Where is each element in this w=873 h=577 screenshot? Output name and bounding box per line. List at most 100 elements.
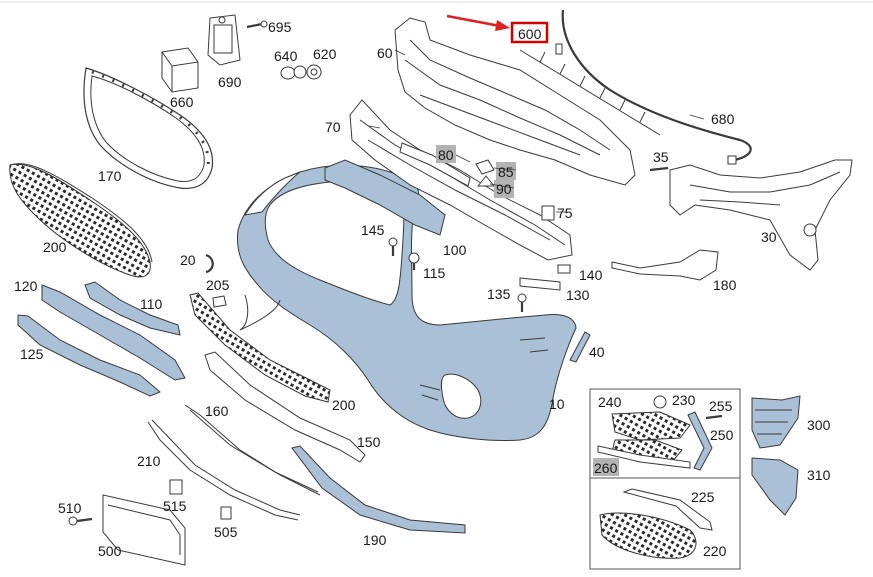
- label-bg-85: [496, 162, 516, 180]
- part-205-clip[interactable]: [212, 295, 227, 308]
- label-690[interactable]: 690: [218, 74, 242, 90]
- part-250-strip[interactable]: [687, 411, 713, 471]
- label-60[interactable]: 60: [377, 45, 393, 61]
- highlight-box-600: [510, 21, 549, 44]
- label-695[interactable]: 695: [268, 19, 292, 35]
- label-660[interactable]: 660: [170, 94, 194, 110]
- label-145[interactable]: 145: [361, 222, 385, 238]
- part-115-screw[interactable]: [408, 252, 420, 270]
- part-40-strip[interactable]: [569, 331, 591, 363]
- label-205[interactable]: 205: [206, 277, 230, 293]
- part-120-strip[interactable]: [41, 284, 186, 381]
- label-40[interactable]: 40: [589, 344, 605, 360]
- part-30-carrier[interactable]: [669, 159, 853, 271]
- part-190-strip[interactable]: [291, 445, 466, 534]
- part-200-grille-mesh-lower[interactable]: [189, 292, 331, 403]
- part-180-bracket[interactable]: [611, 249, 719, 281]
- part-85-clip[interactable]: [475, 159, 495, 175]
- part-160-strip[interactable]: [204, 351, 366, 463]
- part-660-module[interactable]: [161, 47, 199, 93]
- part-690-bracket[interactable]: [207, 14, 241, 66]
- part-140-clip[interactable]: [557, 264, 571, 274]
- part-300-vent[interactable]: [751, 395, 801, 449]
- part-210-strip[interactable]: [147, 419, 301, 521]
- label-160[interactable]: 160: [205, 403, 229, 419]
- label-125[interactable]: 125: [20, 346, 44, 362]
- label-680[interactable]: 680: [711, 111, 735, 127]
- label-300[interactable]: 300: [807, 417, 831, 433]
- label-310[interactable]: 310: [807, 467, 831, 483]
- label-250[interactable]: 250: [710, 427, 734, 443]
- label-135[interactable]: 135: [487, 286, 511, 302]
- label-140[interactable]: 140: [579, 267, 603, 283]
- part-20-hook[interactable]: [205, 253, 214, 274]
- part-510-screw[interactable]: [68, 516, 93, 526]
- label-180[interactable]: 180: [713, 277, 737, 293]
- part-130-strip[interactable]: [519, 277, 561, 291]
- part-75-bracket[interactable]: [541, 205, 555, 221]
- part-620-sensor[interactable]: [306, 64, 322, 80]
- label-115[interactable]: 115: [423, 265, 446, 281]
- part-255-screw[interactable]: [705, 414, 723, 420]
- label-510[interactable]: 510: [58, 500, 82, 516]
- part-170-grille-frame[interactable]: [83, 67, 214, 190]
- label-640[interactable]: 640: [274, 48, 298, 64]
- part-60-absorber[interactable]: [394, 17, 636, 186]
- label-100[interactable]: 100: [443, 242, 467, 258]
- label-200-lower[interactable]: 200: [332, 397, 356, 413]
- label-260[interactable]: 260: [594, 460, 618, 476]
- leader-lines: [368, 49, 705, 213]
- part-640-sensor[interactable]: [280, 65, 307, 80]
- label-30[interactable]: 30: [761, 229, 777, 245]
- part-100-strip[interactable]: [324, 159, 446, 236]
- label-200-upper[interactable]: 200: [43, 239, 67, 255]
- label-80[interactable]: 80: [438, 147, 454, 163]
- label-90[interactable]: 90: [496, 181, 512, 197]
- part-695-screw[interactable]: [246, 20, 268, 29]
- label-20[interactable]: 20: [180, 252, 196, 268]
- label-500[interactable]: 500: [98, 543, 122, 559]
- part-135-screw[interactable]: [517, 293, 527, 312]
- label-620[interactable]: 620: [313, 46, 337, 62]
- label-505[interactable]: 505: [214, 524, 238, 540]
- part-680-cable[interactable]: [561, 9, 752, 165]
- part-35-screw[interactable]: [649, 166, 669, 172]
- part-230-clip[interactable]: [653, 395, 667, 409]
- part-10-bumper-cover[interactable]: [236, 164, 577, 441]
- part-200-grille-mesh-left[interactable]: [9, 163, 153, 278]
- label-240[interactable]: 240: [598, 394, 622, 410]
- label-75[interactable]: 75: [557, 205, 573, 221]
- label-150[interactable]: 150: [357, 434, 381, 450]
- label-210[interactable]: 210: [137, 453, 161, 469]
- part-80-clip-strip[interactable]: [399, 142, 471, 187]
- part-90-clip[interactable]: [476, 175, 496, 187]
- part-260-strip[interactable]: [597, 445, 691, 469]
- label-515[interactable]: 515: [163, 498, 187, 514]
- label-10[interactable]: 10: [549, 396, 565, 412]
- label-110[interactable]: 110: [140, 296, 163, 312]
- label-600[interactable]: 600: [518, 26, 542, 42]
- part-110-strip[interactable]: [84, 281, 181, 336]
- label-170[interactable]: 170: [98, 168, 122, 184]
- part-505-clip[interactable]: [220, 506, 232, 520]
- label-220[interactable]: 220: [703, 543, 727, 559]
- label-70[interactable]: 70: [325, 119, 341, 135]
- label-85[interactable]: 85: [498, 164, 514, 180]
- part-145-screw[interactable]: [388, 237, 398, 256]
- part-220-grille-mesh[interactable]: [599, 512, 697, 559]
- label-230[interactable]: 230: [672, 392, 696, 408]
- label-225[interactable]: 225: [691, 489, 715, 505]
- part-225-strip[interactable]: [622, 488, 713, 531]
- part-600-bracket-lines[interactable]: [519, 43, 661, 136]
- label-35[interactable]: 35: [653, 149, 669, 165]
- label-120[interactable]: 120: [14, 278, 38, 294]
- part-515-clip[interactable]: [169, 479, 183, 495]
- part-310-vent[interactable]: [751, 457, 799, 516]
- label-190[interactable]: 190: [363, 532, 387, 548]
- label-255[interactable]: 255: [709, 398, 733, 414]
- part-125-strip[interactable]: [17, 314, 161, 397]
- label-130[interactable]: 130: [566, 287, 590, 303]
- part-500-plate-holder[interactable]: [102, 494, 186, 566]
- part-150-strip[interactable]: [184, 404, 321, 496]
